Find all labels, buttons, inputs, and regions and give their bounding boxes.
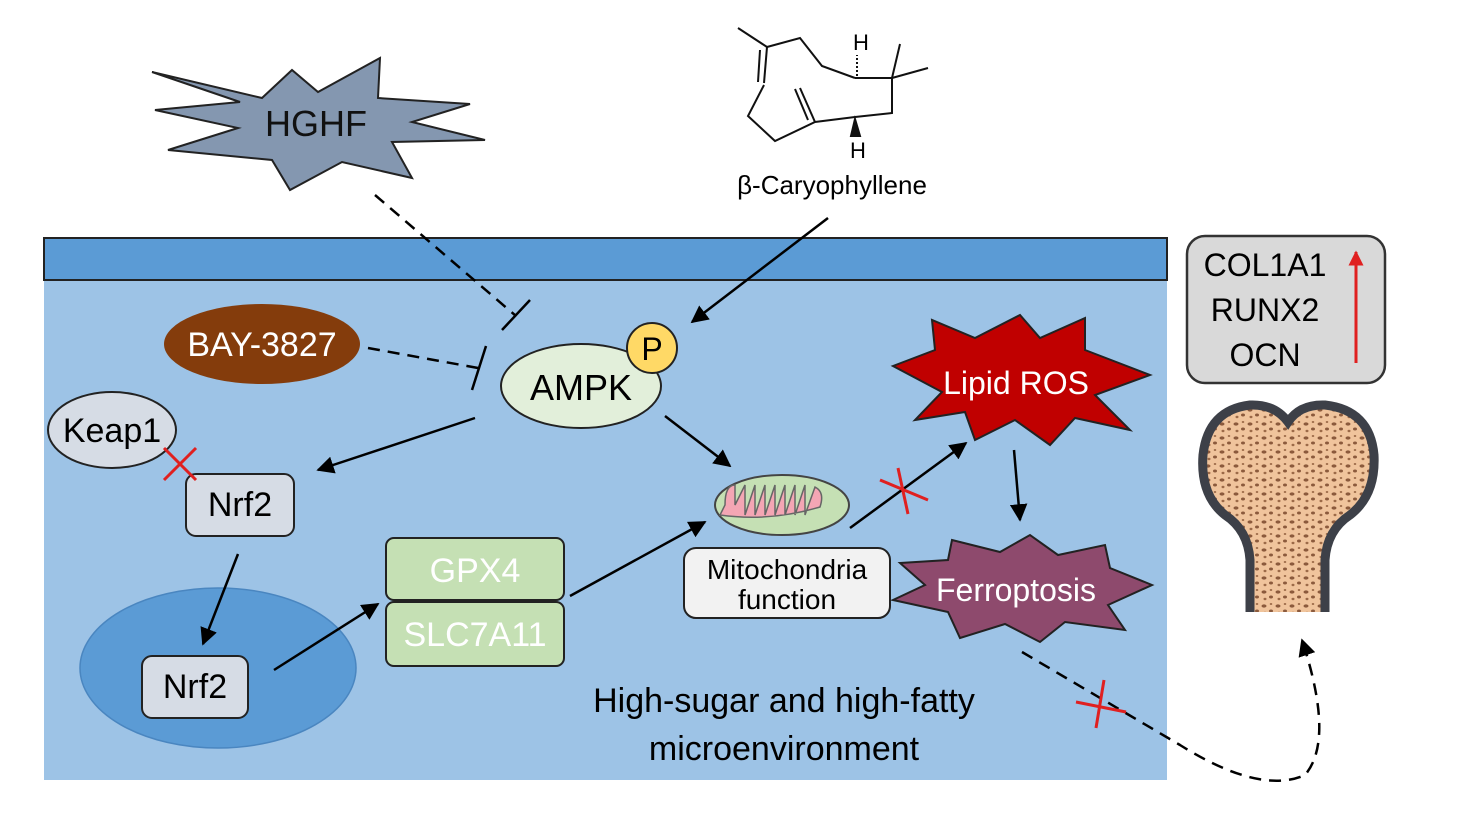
inhibit-hghf-ampk-bar: [501, 299, 531, 331]
arrow-ferroptosis-bone: [1021, 638, 1321, 782]
mitochondrion-icon: [714, 474, 850, 536]
gpx4-label: GPX4: [430, 552, 521, 590]
ampk-node: AMPK P: [500, 322, 678, 429]
arrow-ampk-mito: [664, 415, 732, 468]
osteogenic-markers-box: COL1A1 RUNX2 OCN: [1185, 234, 1387, 385]
keap1-node: Keap1: [47, 391, 177, 469]
phospho-badge: [626, 322, 678, 374]
compound-label: β-Caryophyllene: [737, 170, 927, 200]
block-x-icon: [879, 467, 929, 515]
hghf-node: HGHF: [151, 56, 486, 192]
arrow-caryophyllene-ampk: [690, 217, 829, 324]
slc7a11-label: SLC7A11: [403, 616, 546, 654]
arrow-nrf2-translocation: [200, 553, 240, 646]
mitochondria-function-node: Mitochondria function: [683, 547, 891, 619]
block-x-icon: [1075, 679, 1127, 729]
nrf2-nucleus-label: Nrf2: [163, 668, 227, 706]
mitochondria-line2: function: [738, 584, 836, 615]
inhibit-bay-ampk-bar: [470, 345, 488, 391]
h-bottom-label: H: [850, 138, 866, 163]
nrf2-nucleus-node: Nrf2: [141, 655, 249, 719]
arrow-gpx4-mito: [569, 520, 707, 598]
block-x-icon: [162, 446, 198, 482]
nrf2-cytoplasm-node: Nrf2: [185, 473, 295, 537]
slc7a11-node: SLC7A11: [385, 601, 565, 667]
arrow-nrf2-gpx4: [273, 602, 380, 672]
ferroptosis-label: Ferroptosis: [936, 572, 1096, 608]
nrf2-cytoplasm-label: Nrf2: [208, 486, 272, 524]
ampk-label: AMPK: [530, 367, 632, 408]
hghf-label: HGHF: [265, 103, 367, 144]
marker-runx2: RUNX2: [1211, 292, 1319, 328]
keap1-label: Keap1: [63, 412, 161, 450]
arrow-mito-lipidros: [849, 441, 968, 530]
inhibit-hghf-ampk: [374, 194, 517, 317]
h-top-label: H: [853, 30, 869, 55]
bay-3827-label: BAY-3827: [187, 326, 336, 364]
mitochondria-line1: Mitochondria: [707, 554, 868, 585]
lipid-ros-label: Lipid ROS: [943, 365, 1089, 401]
marker-col1a1: COL1A1: [1204, 247, 1327, 283]
caryophyllene-structure: [737, 27, 929, 143]
environment-line1: High-sugar and high-fatty: [593, 682, 975, 720]
pathway-arrows: [200, 194, 1321, 782]
environment-line2: microenvironment: [649, 730, 920, 768]
gpx4-node: GPX4: [385, 537, 565, 601]
bone-icon: [1198, 400, 1379, 612]
bay-3827-node: BAY-3827: [164, 304, 360, 384]
ferroptosis-node: Ferroptosis: [889, 533, 1155, 644]
cell-membrane: [43, 237, 1168, 281]
lipid-ros-node: Lipid ROS: [890, 313, 1153, 447]
arrow-lipidros-ferroptosis: [1009, 449, 1028, 522]
phospho-label: P: [641, 331, 662, 367]
marker-ocn: OCN: [1229, 337, 1300, 373]
arrow-ampk-nrf2: [316, 416, 476, 474]
